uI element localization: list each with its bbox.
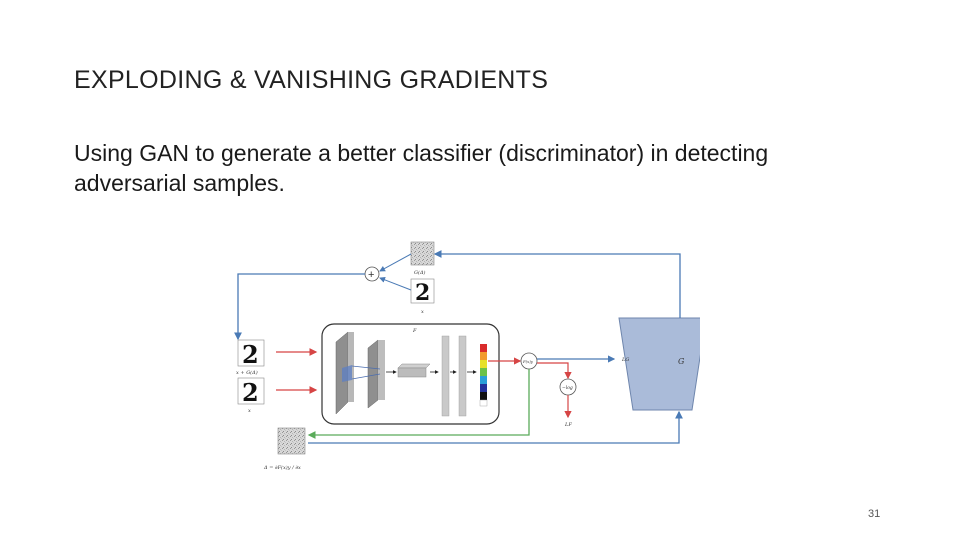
input-digit-glyph: 2 — [415, 280, 430, 306]
input-to-sum-line — [379, 277, 412, 291]
gan-diagram: G G(Δ) 2 x + 2 x + G(Δ) 2 x F — [234, 241, 700, 471]
input-digit-image — [410, 278, 435, 304]
input-digit-label: x — [421, 309, 424, 315]
conv-layer-2 — [367, 339, 379, 409]
receptive-line-2 — [351, 373, 381, 380]
log-node-label: −log — [562, 385, 573, 391]
noise-image-label: G(Δ) — [414, 269, 426, 276]
receptive-field — [342, 365, 352, 382]
fc-layer-2 — [458, 335, 467, 417]
prob-to-log-arrow — [537, 362, 572, 380]
generator-output-arrow — [433, 250, 681, 318]
conv-layer-2-face — [378, 340, 385, 400]
generator-block: G — [618, 317, 700, 411]
gradient-formula: Δ = ∂F(x)y / ∂x — [263, 464, 301, 471]
noise-to-sum-line — [379, 253, 412, 272]
generator-label: G — [678, 357, 685, 366]
loss-f-label: LF — [564, 422, 572, 428]
loss-g-label: LG — [621, 357, 629, 363]
clean-digit-label: x — [248, 408, 251, 414]
sum-node-symbol: + — [368, 269, 374, 281]
clean-digit-image — [237, 377, 265, 405]
combined-digit-label: x + G(Δ) — [236, 369, 258, 376]
softmax-output-bar — [479, 344, 488, 407]
prob-node-label: F(x)y — [522, 359, 534, 364]
classifier-label: F — [412, 328, 417, 334]
combined-digit-glyph: 2 — [242, 340, 259, 369]
slide-title: EXPLODING & VANISHING GRADIENTS — [74, 66, 549, 94]
gradient-to-generator-arrow — [308, 410, 683, 444]
feature-block-face — [397, 367, 427, 378]
page-number: 31 — [868, 508, 881, 520]
receptive-line-1 — [351, 365, 381, 370]
sum-to-combined-arrow — [234, 273, 365, 341]
gradient-feedback-arrow — [307, 369, 530, 439]
feature-block — [397, 363, 431, 369]
gradient-noise-image — [277, 427, 306, 455]
noise-image — [410, 241, 435, 266]
combined-digit-image — [237, 339, 265, 367]
slide-body-text: Using GAN to generate a better classifie… — [74, 140, 769, 196]
clean-digit-glyph: 2 — [242, 378, 259, 407]
fc-layer-1 — [441, 335, 450, 417]
